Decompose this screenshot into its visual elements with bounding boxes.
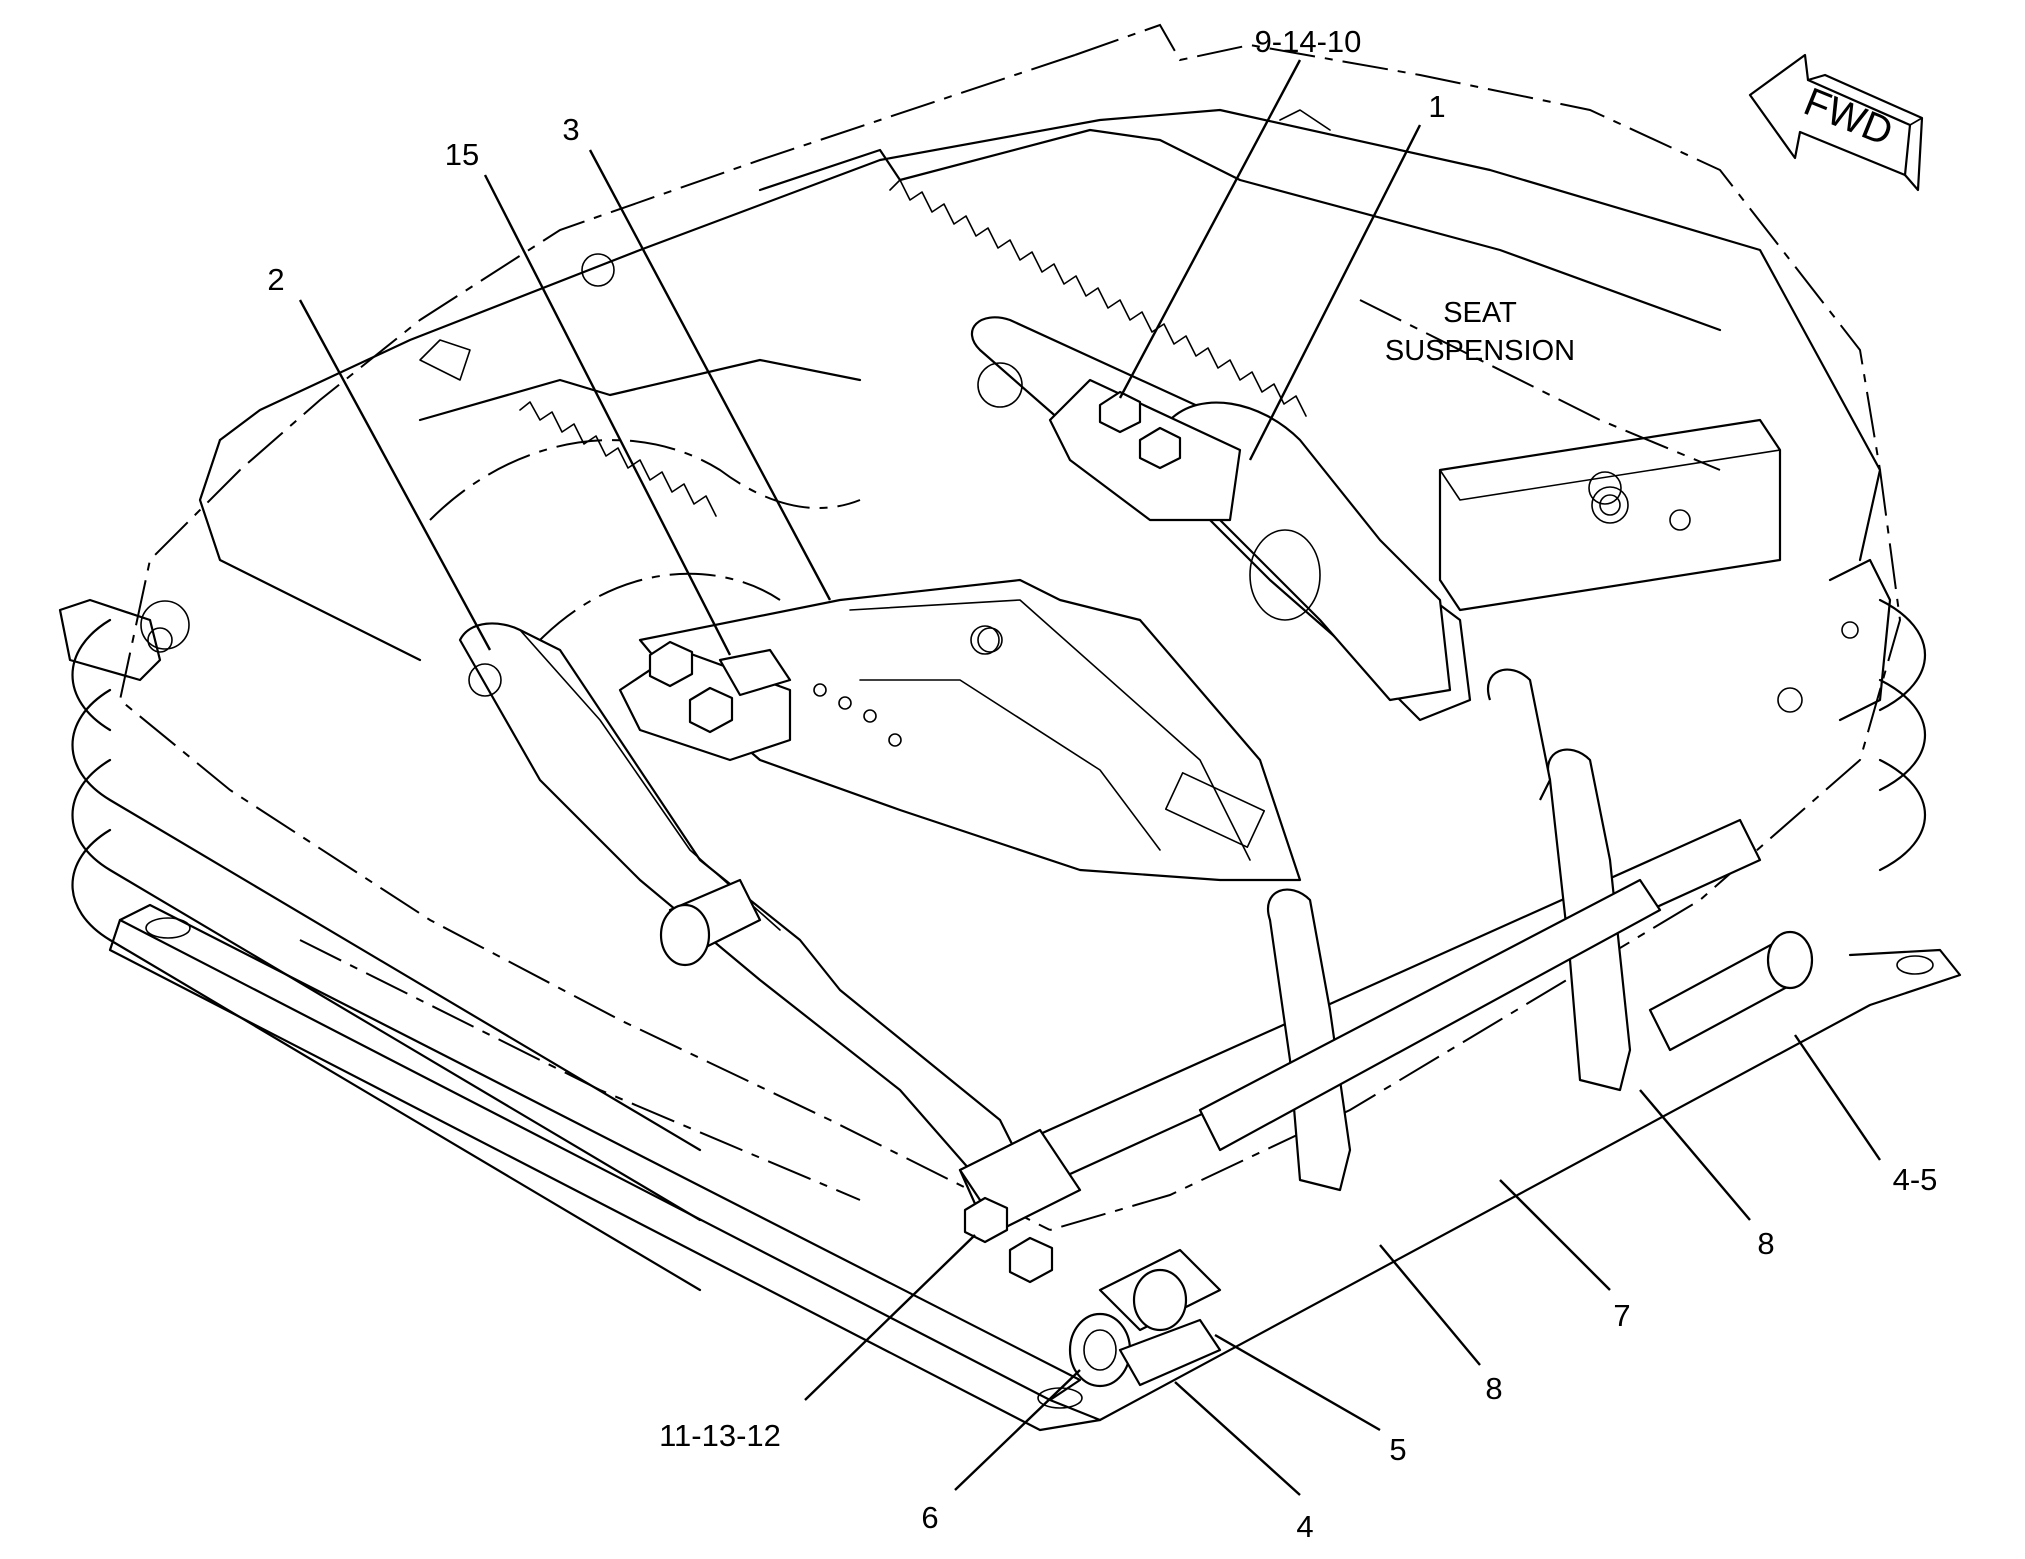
part-2-arm (458, 622, 1022, 1172)
seat-suspension-note: SEAT SUSPENSION (1385, 297, 1575, 367)
callout-3: 3 (562, 112, 579, 147)
part-15-clamp (618, 640, 792, 762)
bolts-11-13-12 (958, 1128, 1082, 1284)
callout-4-5: 4-5 (1893, 1162, 1938, 1197)
callout-8-center: 8 (1485, 1371, 1502, 1406)
fwd-direction-arrow: FWD (1748, 53, 1924, 192)
air-bellows (71, 598, 1927, 1292)
callout-9-14-10: 9-14-10 (1255, 24, 1362, 59)
callout-15: 15 (445, 137, 479, 172)
fwd-label: FWD (1798, 80, 1899, 155)
lower-linkage (958, 668, 1814, 1388)
callout-1: 1 (1428, 89, 1445, 124)
callout-7: 7 (1613, 1298, 1630, 1333)
base-plate (108, 903, 1962, 1432)
callout-4: 4 (1296, 1509, 1313, 1544)
callout-labels: 9-14-10 1 3 15 2 4-5 8 7 8 5 4 6 11-13-1… (267, 24, 1937, 1544)
note-line-2: SUSPENSION (1385, 335, 1575, 367)
upper-carriage (58, 108, 1892, 722)
callout-11-13-12: 11-13-12 (659, 1418, 781, 1453)
callout-6: 6 (921, 1500, 938, 1535)
part-3-plate (638, 578, 1302, 882)
note-line-1: SEAT (1443, 297, 1517, 329)
callout-5: 5 (1389, 1432, 1406, 1467)
misc-details (419, 109, 1622, 653)
callout-2: 2 (267, 262, 284, 297)
leader-lines (298, 59, 1881, 1496)
part-1-arm (970, 316, 1472, 722)
callout-8-right: 8 (1757, 1226, 1774, 1261)
